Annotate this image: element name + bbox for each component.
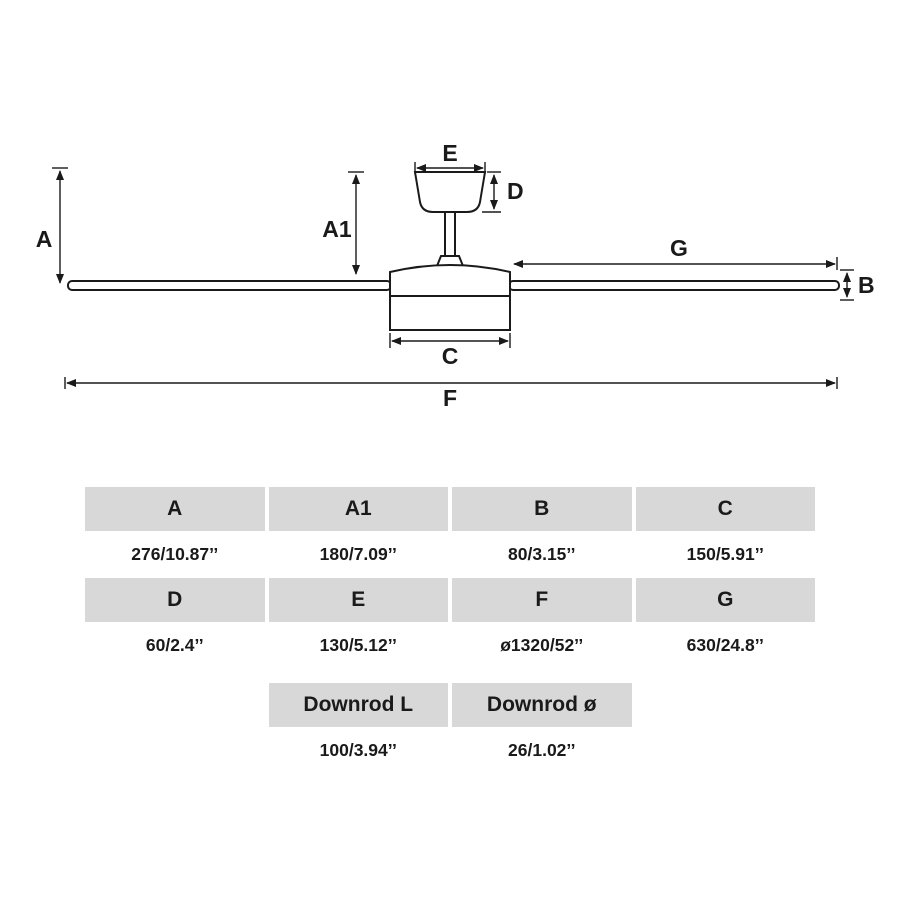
table-value-f: ø1320/52’’ (452, 622, 632, 669)
table-header-downrod-dia: Downrod ø (452, 683, 632, 727)
dim-label-f: F (443, 385, 457, 411)
table-value-blank-right (635, 727, 815, 774)
table-spacer (85, 669, 815, 683)
table-header-a: A (85, 487, 265, 531)
fan-blade-left (67, 280, 392, 291)
table-value-a: 276/10.87’’ (85, 531, 265, 578)
fan-dimension-diagram: A A1 E D G B C F (36, 140, 875, 411)
table-header-c: C (635, 487, 815, 531)
fan-downrod (444, 211, 456, 259)
dim-A (52, 167, 68, 284)
table-value-g: 630/24.8’’ (635, 622, 815, 669)
dim-label-a: A (36, 226, 53, 252)
dim-E (414, 162, 486, 174)
table-header-downrod-l: Downrod L (268, 683, 448, 727)
dim-label-a1: A1 (322, 216, 352, 242)
table-header-d: D (85, 578, 265, 622)
table-value-b: 80/3.15’’ (452, 531, 632, 578)
fan-blade-right (508, 280, 840, 291)
table-header-e: E (268, 578, 448, 622)
dim-B (840, 269, 854, 301)
dim-label-e: E (442, 140, 457, 166)
dim-label-d: D (507, 178, 524, 204)
table-value-d: 60/2.4’’ (85, 622, 265, 669)
table-header-a1: A1 (268, 487, 448, 531)
dim-A1 (348, 171, 364, 275)
dim-F (64, 377, 838, 389)
dim-label-g: G (670, 235, 688, 261)
dim-label-b: B (858, 272, 875, 298)
table-header-b: B (452, 487, 632, 531)
table-value-a1: 180/7.09’’ (268, 531, 448, 578)
dim-G (513, 257, 838, 270)
table-header-blank-left (85, 683, 265, 727)
table-header-blank-right (635, 683, 815, 727)
table-value-downrod-l: 100/3.94’’ (268, 727, 448, 774)
dim-C (389, 333, 511, 348)
dimension-lines (52, 162, 854, 389)
table-value-downrod-dia: 26/1.02’’ (452, 727, 632, 774)
fan-motor-housing (389, 264, 511, 331)
table-header-f: F (452, 578, 632, 622)
fan-canopy (413, 171, 487, 213)
dimensions-table: A A1 B C 276/10.87’’ 180/7.09’’ 80/3.15’… (85, 487, 815, 774)
dim-label-c: C (442, 343, 459, 369)
table-value-e: 130/5.12’’ (268, 622, 448, 669)
dim-D (482, 171, 501, 213)
table-value-blank-left (85, 727, 265, 774)
table-header-g: G (635, 578, 815, 622)
table-value-c: 150/5.91’’ (635, 531, 815, 578)
fan-diagram-svg: A A1 E D G B C F (36, 140, 875, 411)
fan-drawing (67, 171, 840, 331)
